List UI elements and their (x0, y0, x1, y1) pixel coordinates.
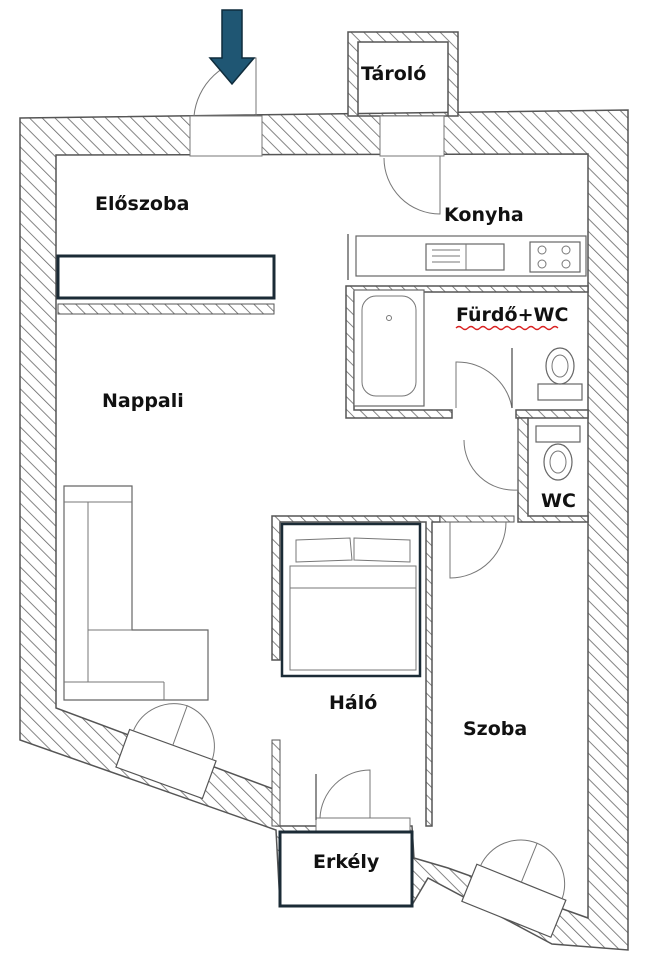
wc-toilet-tank (535, 425, 581, 443)
wc-wall (517, 417, 589, 523)
pillow-left (295, 537, 353, 563)
balcony (278, 830, 414, 908)
wc-toilet (543, 443, 573, 481)
entrance-door-opening (189, 115, 263, 157)
corner-sofa (63, 485, 209, 701)
storage-wall (347, 31, 459, 117)
storage-door-swing (383, 156, 441, 215)
room-window-door (461, 839, 567, 939)
spellcheck-underline (455, 325, 559, 331)
room-label-eloszoba: Előszoba (95, 193, 189, 215)
bathroom-door-swing (455, 361, 513, 409)
storage-door-opening (379, 115, 445, 157)
room-label-tarolo: Tároló (361, 63, 426, 85)
room-door-swing (449, 521, 507, 579)
bathroom-wall (345, 285, 589, 419)
room-label-halo: Háló (329, 692, 377, 714)
sink (425, 243, 505, 271)
room-label-erkely: Erkély (313, 851, 380, 873)
wc-door-swing (463, 420, 519, 491)
room-label-szoba: Szoba (463, 718, 527, 740)
stove (529, 241, 581, 273)
bathroom-toilet-tank (537, 383, 583, 401)
hall-partition (57, 303, 275, 315)
wardrobe (56, 254, 276, 300)
arrow-down-icon (208, 9, 256, 86)
bathtub (353, 289, 425, 407)
room-label-konyha: Konyha (444, 204, 524, 226)
living-window-door (115, 703, 217, 800)
bedroom-balcony-door-opening (315, 817, 411, 833)
bathroom-toilet (545, 347, 575, 385)
pillow-right (353, 537, 411, 563)
room-label-furdo: Fürdő+WC (456, 304, 568, 326)
bedroom-balcony-door-swing (319, 769, 371, 819)
room-label-wc: WC (541, 490, 576, 512)
room-label-nappali: Nappali (102, 390, 184, 412)
